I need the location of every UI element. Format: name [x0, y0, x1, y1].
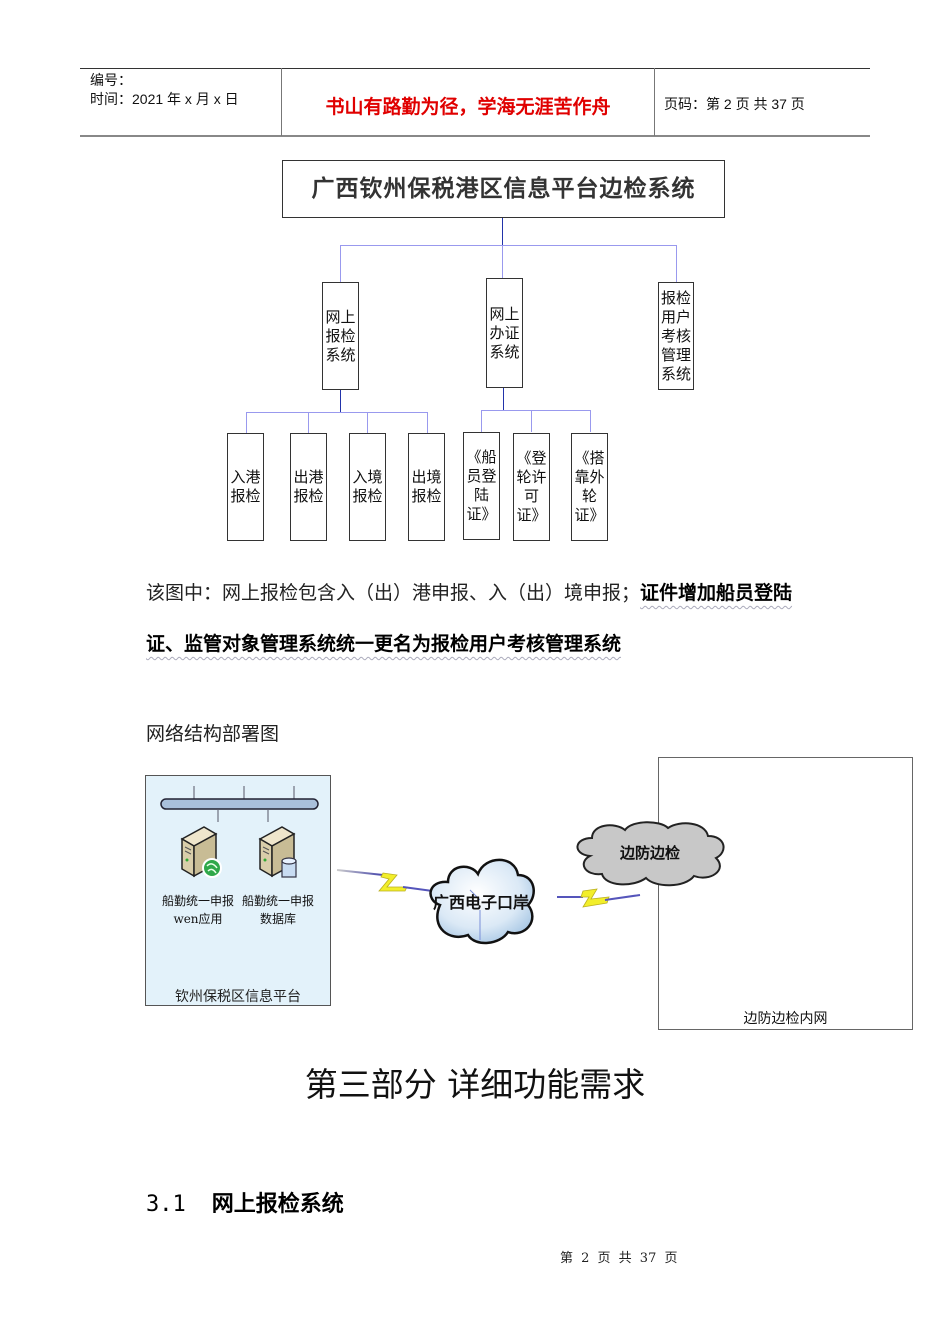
intranet-box: 边防边检内网 [658, 757, 913, 1030]
header-meta: 编号： 时间：2021 年 x 月 x 日 [90, 71, 239, 109]
org-branch-user-assessment: 报检用户考核管理系统 [658, 282, 694, 390]
connector [590, 410, 591, 432]
server-label-line2: 数据库 [259, 912, 296, 926]
server-label: 船勤统一申报 数据库 [238, 892, 318, 928]
connector [676, 245, 677, 282]
connector [340, 390, 341, 412]
doc-number-label: 编号： [90, 72, 132, 88]
platform-box: 船勤统一申报 wen应用 船勤统一申报 数据库 钦州保税区信息平台 [145, 775, 331, 1006]
org-leaf: 出港报检 [290, 433, 327, 541]
connector [367, 412, 368, 433]
server-label-line2: wen应用 [173, 912, 223, 926]
connector [427, 412, 428, 433]
subsection-title: 网上报检系统 [211, 1192, 344, 1217]
connector [340, 245, 677, 246]
org-branch-online-certificate: 网上办证系统 [486, 278, 523, 388]
connector [531, 410, 532, 432]
doc-date: 时间：2021 年 x 月 x 日 [90, 91, 239, 107]
cloud-right-label: 边防边检 [619, 844, 680, 862]
intranet-label: 边防边检内网 [743, 1011, 828, 1027]
org-leaf: 《登轮许可证》 [513, 433, 550, 541]
platform-label: 钦州保税区信息平台 [175, 989, 301, 1005]
connector [502, 245, 503, 278]
cloud-icon [576, 821, 725, 887]
part-title: 第三部分 详细功能需求 [304, 1065, 646, 1104]
connector [308, 412, 309, 433]
database-server-icon [258, 826, 297, 878]
network-bus [160, 786, 319, 822]
header-page-info: 页码：第 2 页 共 37 页 [664, 96, 805, 112]
org-leaf: 入境报检 [349, 433, 386, 541]
header-top-rule [80, 68, 870, 69]
subsection-number: 3.1 [146, 1192, 186, 1217]
org-leaf: 《搭靠外轮证》 [571, 433, 608, 541]
cloud-icon [429, 858, 535, 945]
server-label-line1: 船勤统一申报 [161, 894, 234, 908]
org-leaf: 出境报检 [408, 433, 445, 541]
description-bold: 证件增加船员登陆证、监管对象管理系统统一更名为报检用户考核管理系统 [146, 582, 793, 655]
header-bottom-rule [80, 135, 870, 137]
server-label: 船勤统一申报 wen应用 [158, 892, 238, 928]
header-motto: 书山有路勤为径，学海无涯苦作舟 [325, 96, 611, 118]
chart-description: 该图中：网上报检包含入（出）港申报、入（出）境申报；证件增加船员登陆证、监管对象… [146, 568, 816, 670]
connector [246, 412, 427, 413]
web-server-icon [180, 826, 222, 878]
cloud-center-label: 广西电子口岸 [432, 893, 529, 912]
org-leaf: 入港报检 [227, 433, 264, 541]
server-label-line1: 船勤统一申报 [241, 894, 314, 908]
connector [502, 218, 503, 245]
org-leaf: 《船员登陆证》 [463, 432, 500, 540]
connector [503, 388, 504, 410]
connector [481, 410, 591, 411]
org-branch-online-inspection: 网上报检系统 [322, 282, 359, 390]
description-normal: 该图中：网上报检包含入（出）港申报、入（出）境申报； [146, 582, 641, 604]
lightning-link-icon [557, 888, 641, 908]
connector [340, 245, 341, 282]
header-divider [654, 68, 655, 136]
page-footer: 第 2 页 共 37 页 [560, 1251, 678, 1266]
connector [246, 412, 247, 433]
connector [481, 410, 482, 432]
header-divider [281, 68, 282, 136]
org-root: 广西钦州保税港区信息平台边检系统 [282, 160, 725, 218]
network-caption: 网络结构部署图 [146, 723, 280, 745]
subsection-heading: 3.1 网上报检系统 [146, 1186, 344, 1218]
